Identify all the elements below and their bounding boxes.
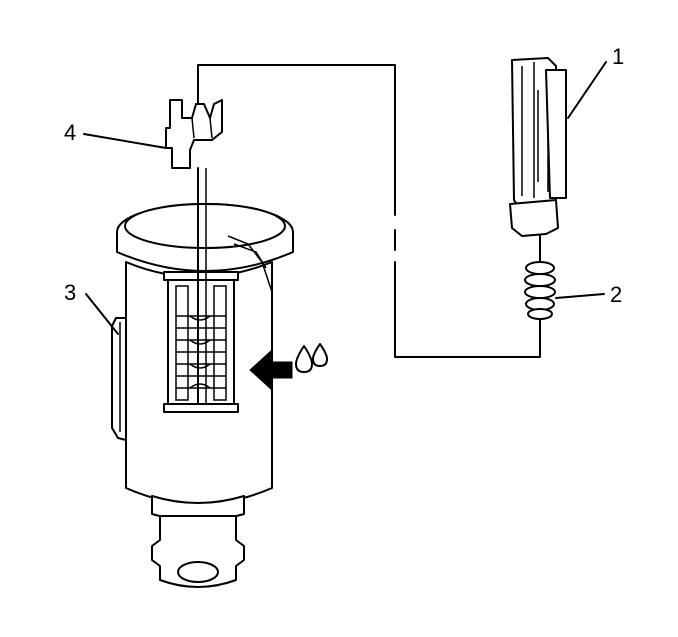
spring-part <box>524 261 556 320</box>
callout-2: 2 <box>610 282 622 307</box>
leader-1 <box>567 61 607 119</box>
callout-1: 1 <box>612 44 624 69</box>
direction-arrow-icon <box>249 348 293 392</box>
retainer-clip-part <box>165 99 223 169</box>
callout-4: 4 <box>64 120 76 145</box>
key-insert-part <box>509 57 567 263</box>
lock-cylinder-body <box>111 167 294 588</box>
connector-line <box>197 64 541 358</box>
callout-3: 3 <box>64 280 76 305</box>
lubricant-drops-icon <box>295 343 328 373</box>
leader-2 <box>555 293 605 299</box>
leader-3 <box>85 293 119 335</box>
leader-4 <box>83 133 167 149</box>
